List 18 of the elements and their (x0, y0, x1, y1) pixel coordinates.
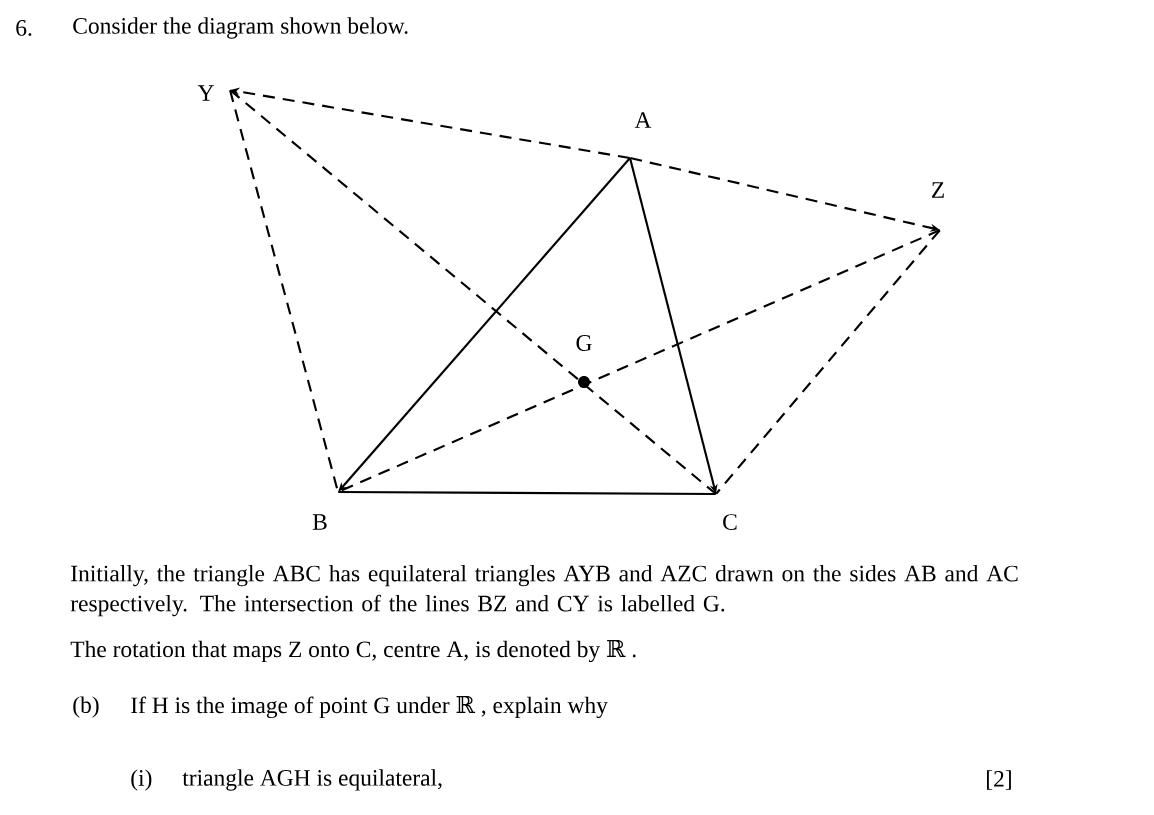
text-line: If H is the image of point G under ℝ , explain why (131, 695, 608, 719)
text-line: (b) (73, 696, 99, 718)
text-line: The rotation that maps Z onto C, centre A, is denoted by ℝ . (70, 639, 636, 663)
vertex-label: C (723, 514, 737, 530)
node-label: G (576, 335, 592, 351)
text-line: 6. (16, 20, 32, 36)
text-line: [2] (987, 770, 1011, 790)
line-segment (338, 490, 716, 496)
vertex-label: Z (931, 182, 944, 198)
vertex-label: A (634, 112, 652, 128)
vertex-label: Y (197, 85, 214, 101)
dashed-line (229, 89, 717, 495)
text-line: Consider the diagram shown below. (73, 17, 408, 39)
text-line: Initially, the triangle ABC has equilateral triangles AYB and AZC drawn on the sides AB and AC respectively. The intersection of the lines BZ and CY is labelled G. (70, 564, 1018, 617)
dashed-line (715, 229, 941, 495)
vertex-label: B (312, 514, 327, 530)
text-line: triangle AGH is equilateral, (182, 769, 442, 791)
text-line: (i) (131, 769, 152, 791)
